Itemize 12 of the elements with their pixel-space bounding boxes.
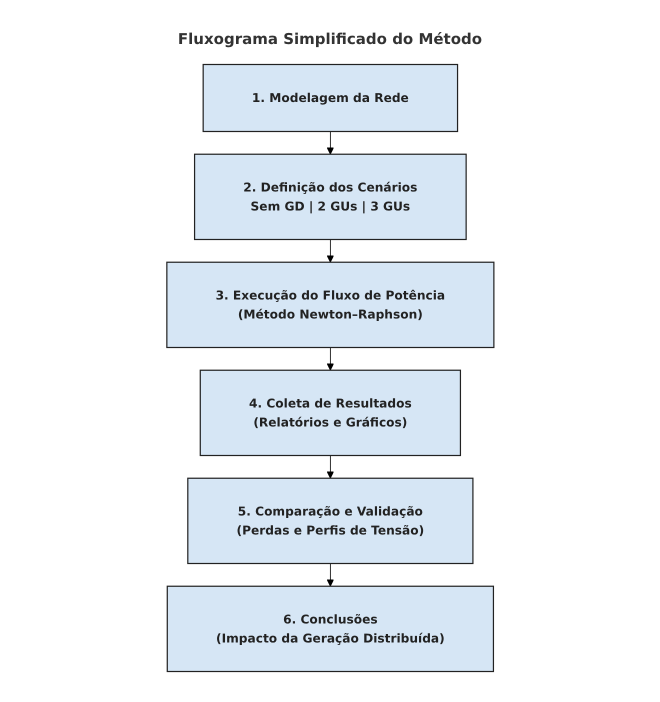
node-box: 1. Modelagem da Rede xyxy=(202,64,458,132)
arrow xyxy=(326,347,334,371)
arrow xyxy=(326,455,334,479)
arrow xyxy=(326,131,334,155)
arrow xyxy=(326,563,334,587)
node-box: 6. Conclusões (Impacto da Geração Distribuída) xyxy=(166,586,494,672)
node-box: 2. Definição dos Cenários Sem GD | 2 GUs | 3 GUs xyxy=(194,154,466,240)
node-box: 3. Execução do Fluxo de Potência (Método Newton–Raphson) xyxy=(166,262,494,348)
arrow xyxy=(326,239,334,263)
diagram-title: Fluxograma Simplificado do Método xyxy=(176,30,484,48)
node-box: 4. Coleta de Resultados (Relatórios e Gráficos) xyxy=(199,370,461,456)
node-box: 5. Comparação e Validação (Perdas e Perfis de Tensão) xyxy=(186,478,474,564)
